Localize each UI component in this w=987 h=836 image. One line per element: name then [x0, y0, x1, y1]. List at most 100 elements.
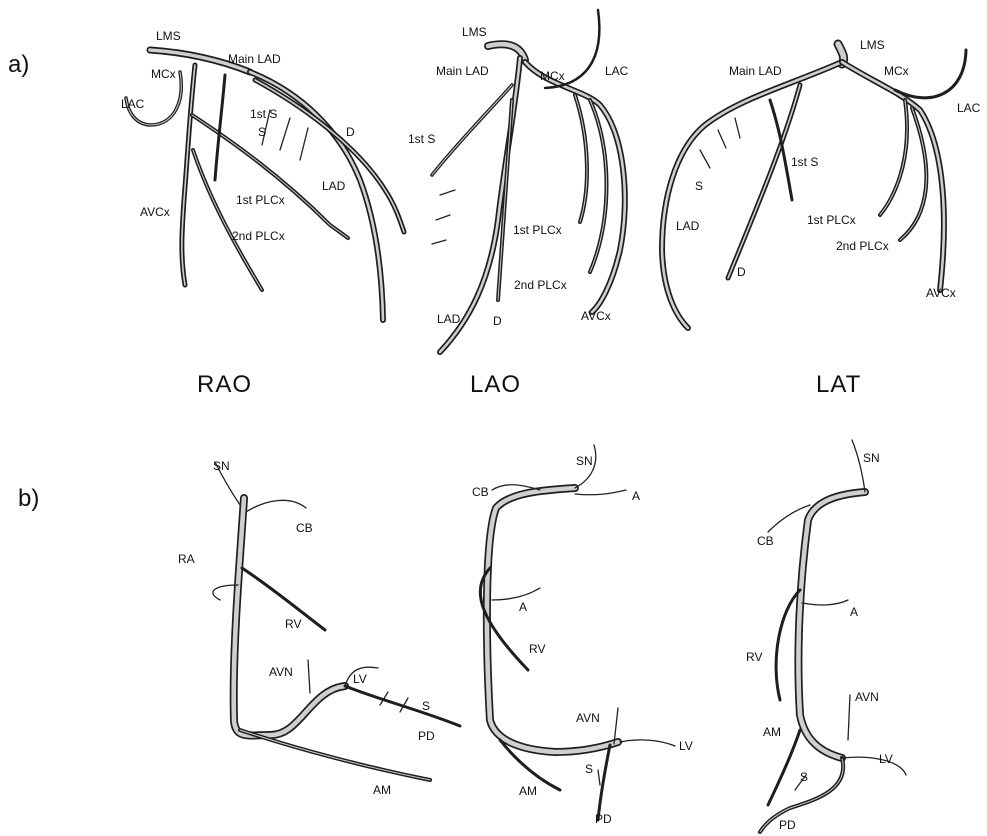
label-1st-s: 1st S [408, 132, 435, 146]
rao-s-twig-3 [300, 128, 308, 160]
rao-2nd-plcx-vessel [193, 150, 262, 290]
label-ra: RA [178, 552, 195, 566]
label-2nd-plcx: 2nd PLCx [514, 278, 567, 292]
lat-s-twig-1 [700, 150, 710, 168]
label-lms: LMS [860, 38, 885, 52]
rca1-am-vessel [240, 730, 430, 780]
label-lad: LAD [437, 312, 461, 326]
lao-s-twig-1 [440, 190, 455, 195]
rca2-a-top-twig [575, 490, 626, 495]
label-lv: LV [353, 672, 367, 686]
label-a: A [519, 600, 527, 614]
label-pd: PD [418, 729, 435, 743]
rca2-a-twig [492, 588, 540, 600]
label-2nd-plcx: 2nd PLCx [232, 229, 285, 243]
label-am: AM [373, 783, 391, 797]
label-avn: AVN [576, 711, 600, 725]
rca-view-2-labels: SN CB A A RV AVN LV S AM PD [472, 454, 693, 826]
lat-s-twig-3 [735, 118, 740, 138]
rao-s-twig-2 [280, 118, 290, 150]
rca3-a-twig [802, 600, 848, 605]
rca1-cb-twig [246, 500, 306, 512]
lat-1st-plcx-vessel [880, 100, 907, 215]
rca3-am-vessel [768, 730, 800, 805]
rao-1st-s-vessel [215, 75, 225, 180]
label-am: AM [519, 784, 537, 798]
label-2nd-plcx: 2nd PLCx [836, 239, 889, 253]
label-am: AM [763, 725, 781, 739]
rao-left-coronary-labels: LMS Main LAD MCx LAC 1st S S D 1st PLCx … [121, 29, 355, 243]
label-sn: SN [863, 451, 880, 465]
label-sn: SN [576, 454, 593, 468]
label-lad: LAD [676, 219, 700, 233]
lao-2nd-plcx-vessel [590, 100, 607, 272]
label-avcx: AVCx [926, 286, 956, 300]
rca3-avn-twig [848, 695, 850, 740]
label-lms: LMS [156, 29, 181, 43]
label-1st-s: 1st S [791, 155, 818, 169]
label-lv: LV [879, 752, 893, 766]
lat-left-coronary-labels: LMS Main LAD MCx LAC S 1st S LAD 1st PLC… [676, 38, 981, 300]
label-s: S [800, 770, 808, 784]
label-avn: AVN [855, 690, 879, 704]
label-lac: LAC [605, 64, 629, 78]
rca-view-1-labels: SN CB RA RV AVN LV S PD AM [178, 459, 435, 797]
label-a: A [850, 605, 858, 619]
label-pd: PD [779, 818, 796, 832]
lao-s-twig-2 [436, 215, 450, 220]
rao-diagonal-vessel [255, 80, 404, 232]
panel-b-label: b) [18, 485, 39, 512]
label-lv: LV [679, 739, 693, 753]
label-mcx: MCx [151, 67, 176, 81]
label-cb: CB [296, 521, 313, 535]
label-d: D [493, 314, 502, 328]
rca2-lv-twig [620, 740, 675, 746]
label-lms: LMS [462, 25, 487, 39]
label-rv: RV [285, 617, 301, 631]
label-1st-plcx: 1st PLCx [513, 223, 562, 237]
label-1st-s: 1st S [250, 107, 277, 121]
rca2-s-twig [598, 770, 600, 785]
label-rv: RV [746, 650, 762, 664]
label-d: D [346, 125, 355, 139]
label-avcx: AVCx [140, 205, 170, 219]
lao-main-lad-vessel [440, 58, 520, 352]
label-lac: LAC [121, 97, 145, 111]
label-mcx: MCx [540, 69, 565, 83]
label-1st-plcx: 1st PLCx [236, 193, 285, 207]
lat-s-twig-2 [718, 130, 726, 148]
label-1st-plcx: 1st PLCx [807, 213, 856, 227]
label-sn: SN [213, 459, 230, 473]
rca3-lv-twig [842, 757, 906, 775]
rca3-main-vessel [798, 492, 865, 758]
view-title-lao: LAO [470, 371, 521, 398]
label-avn: AVN [269, 665, 293, 679]
label-s: S [585, 762, 593, 776]
lao-s-twig-3 [432, 240, 446, 244]
label-main-lad: Main LAD [729, 64, 782, 78]
rca1-pd-vessel [345, 686, 460, 726]
label-lad: LAD [322, 179, 346, 193]
rca3-sn-twig [852, 440, 865, 492]
view-title-rao: RAO [197, 371, 252, 398]
rca1-rv-vessel [242, 568, 325, 630]
rao-circumflex-vessel [182, 65, 195, 285]
label-lac: LAC [957, 101, 981, 115]
vessel-drawings [126, 10, 966, 832]
label-main-lad: Main LAD [228, 52, 281, 66]
label-a: A [632, 489, 640, 503]
label-main-lad: Main LAD [436, 64, 489, 78]
label-s: S [695, 179, 703, 193]
panel-a-label: a) [8, 51, 29, 78]
label-s: S [422, 699, 430, 713]
label-d: D [737, 265, 746, 279]
label-rv: RV [529, 642, 545, 656]
label-pd: PD [595, 812, 612, 826]
label-mcx: MCx [884, 64, 909, 78]
label-s: S [258, 125, 266, 139]
lao-1st-s-vessel [432, 85, 512, 175]
lat-main-lad-vessel [662, 62, 842, 328]
lao-1st-plcx-vessel [575, 95, 587, 222]
label-avcx: AVCx [581, 309, 611, 323]
